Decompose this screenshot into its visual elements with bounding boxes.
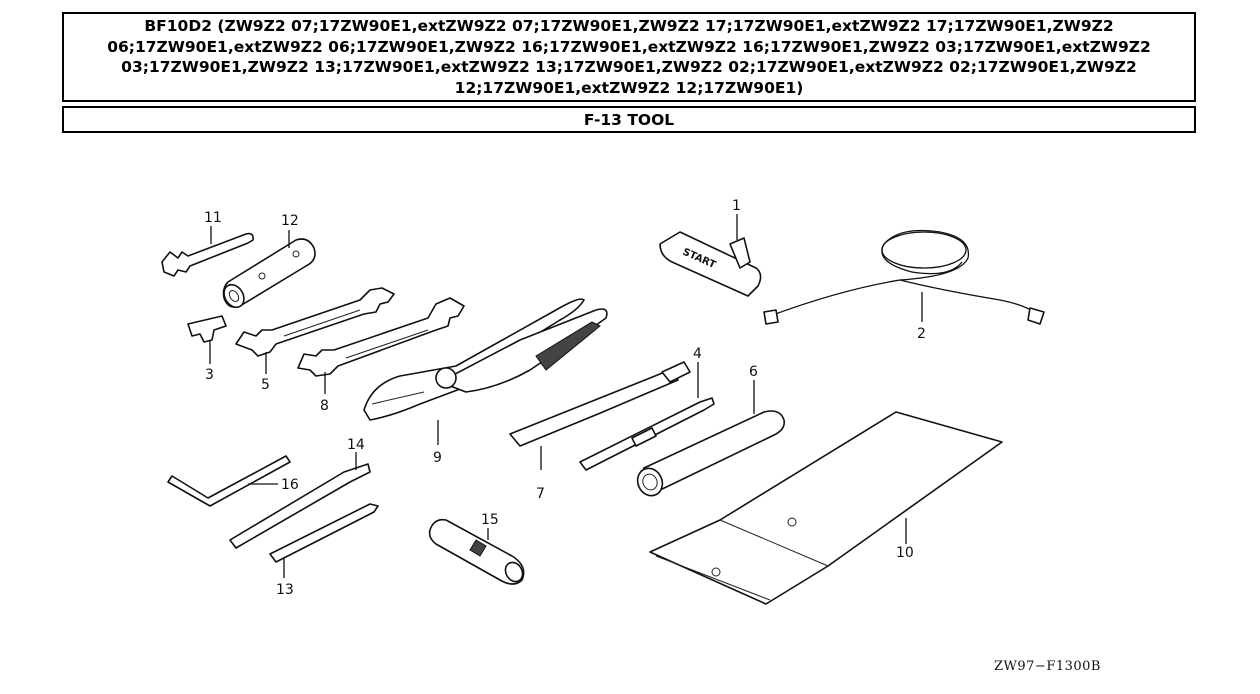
callout-16: 16 [281,477,299,493]
part-11-wrench[interactable] [161,232,254,277]
callout-6: 6 [749,364,758,380]
part-4-screwdriver-bit[interactable] [579,397,715,471]
part-8-wrench[interactable] [297,297,465,377]
callout-11: 11 [204,210,222,226]
callout-12: 12 [281,213,299,229]
part-2-starter-rope[interactable] [763,229,1045,325]
diagram-reference-code: ZW97−F1300B [994,659,1101,674]
callout-14: 14 [347,437,365,453]
callout-8: 8 [320,398,329,414]
header: BF10D2 (ZW9Z2 07;17ZW90E1,extZW9Z2 07;17… [62,12,1196,133]
part-9-pliers[interactable] [363,298,608,421]
part-14-screwdriver-blade[interactable] [229,463,371,549]
callout-13: 13 [276,582,294,598]
callout-5: 5 [261,377,270,393]
model-header: BF10D2 (ZW9Z2 07;17ZW90E1,extZW9Z2 07;17… [62,12,1196,102]
part-3-clip[interactable] [187,315,227,343]
callout-9: 9 [433,450,442,466]
callout-2: 2 [917,326,926,342]
callout-1: 1 [732,198,741,214]
part-5-wrench[interactable] [235,287,395,357]
callout-7: 7 [536,486,545,502]
part-1-starter-handle[interactable]: START [659,231,762,297]
callout-4: 4 [693,346,702,362]
part-16-hex-key[interactable] [167,455,291,507]
part-12-socket-tube[interactable] [220,238,316,311]
section-title: F-13 TOOL [62,106,1196,133]
part-10-tool-bag[interactable] [649,411,1003,605]
part-7-screwdriver[interactable] [509,361,691,447]
part-13-phillips-blade[interactable] [269,503,379,563]
callout-15: 15 [481,512,499,528]
callout-3: 3 [205,367,214,383]
part-15-screwdriver-grip[interactable] [428,518,526,585]
callout-10: 10 [896,545,914,561]
part-6-plug-wrench[interactable] [633,410,786,500]
